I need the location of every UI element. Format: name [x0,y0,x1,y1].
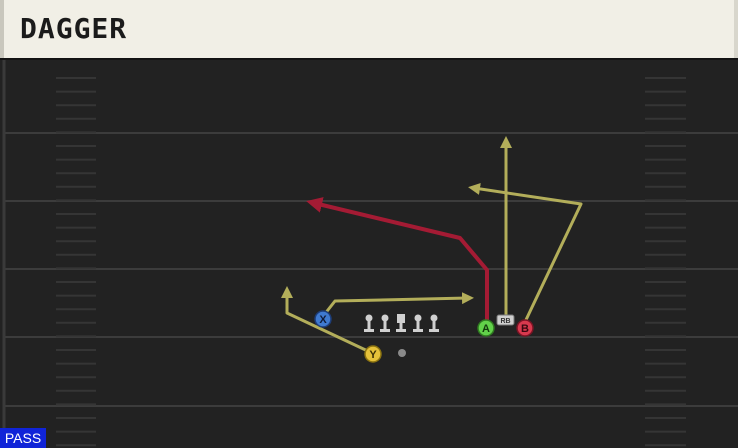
player-rb[interactable]: RB [496,314,515,326]
play-title: DAGGER [20,12,128,45]
hash-marks [56,77,686,447]
player-x[interactable]: X [314,310,332,328]
player-b-label: B [521,323,529,335]
lineman [429,314,439,332]
player-y[interactable]: Y [364,345,382,363]
route-x-drag [322,292,474,317]
lineman [380,314,390,332]
route-y-wheel [281,286,374,355]
quarterback-marker [398,349,406,357]
player-a-label: A [482,323,490,335]
player-a[interactable]: A [477,319,495,337]
center [396,314,406,332]
lineman [413,314,423,332]
player-x-label: X [319,314,327,326]
player-y-label: Y [369,349,377,361]
player-b[interactable]: B [516,319,534,337]
offensive-line [364,314,439,332]
field-surface [0,60,738,448]
routes [281,136,583,355]
lineman [364,314,374,332]
route-a-dig [306,197,489,322]
field: X Y A B RB [0,60,738,448]
play-type-badge: PASS [0,428,46,448]
route-b-deep-in [468,182,583,324]
yard-lines [4,132,738,407]
play-header: DAGGER [0,0,738,58]
player-rb-label: RB [500,318,510,325]
